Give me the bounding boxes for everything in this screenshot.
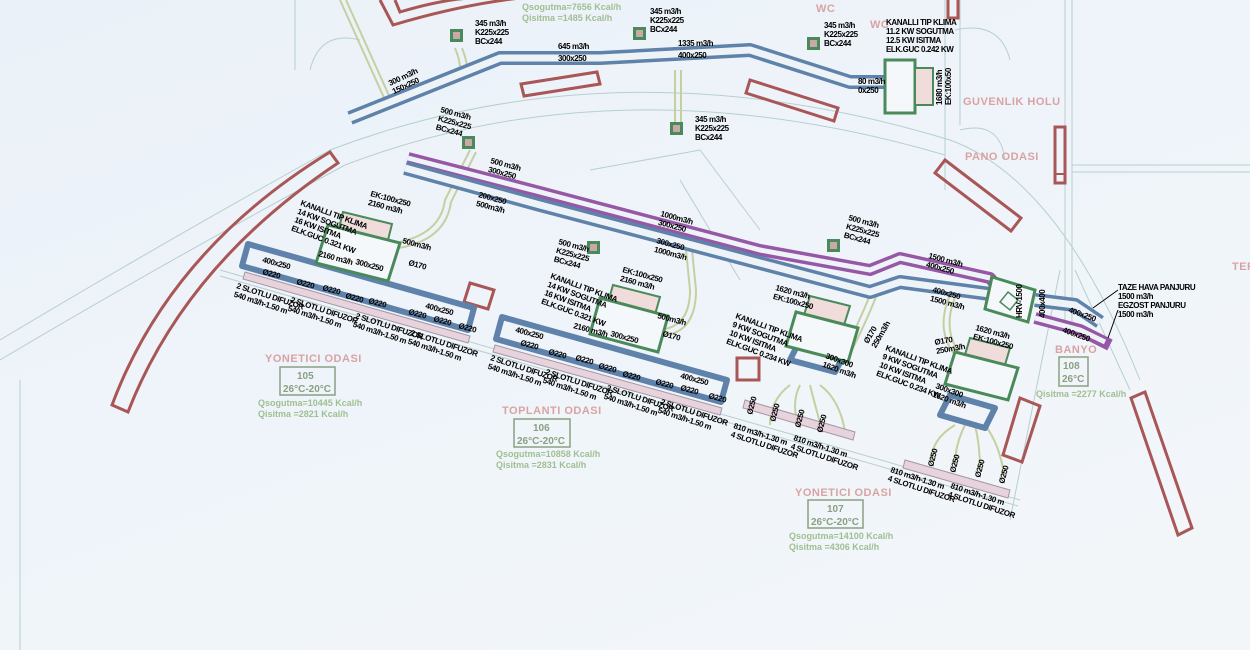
annotation-text: 1500 m3/h <box>1118 292 1154 301</box>
fresh-air-louver: TAZE HAVA PANJURU <box>1118 283 1196 292</box>
hrv-unit <box>983 275 1037 324</box>
room-name: YONETICI ODASI <box>795 487 892 499</box>
unit-top-flow-label: 80 m3/h 0x250 <box>858 77 886 95</box>
room-number: 105 <box>297 371 314 382</box>
supply-duct-top <box>347 43 892 125</box>
louver-labels: TAZE HAVA PANJURU 1500 m3/h EGZOST PANJU… <box>1092 283 1196 339</box>
unit-top-label: KANALLI TIP KLIMA 11.2 KW SOGUTMA 12.5 K… <box>886 18 957 54</box>
annotation-text: BCx244 <box>475 37 503 46</box>
unit-top-coil-label: 1680 m3/h EK:100x50 <box>935 67 953 105</box>
cooling-load: Qsogutma=7656 Kcal/h <box>522 2 621 12</box>
annotation-text: ELK.GUC 0.242 KW <box>886 45 954 54</box>
heating-load: Qisitma =1485 Kcal/h <box>522 13 612 23</box>
room-guvenlik-holu: GUVENLIK HOLU <box>963 96 1061 108</box>
ac-unit-106 <box>588 283 670 354</box>
ac-unit-107b <box>943 336 1020 402</box>
annotation-text: BCx244 <box>650 25 678 34</box>
cooling-load: Qsogutma=10858 Kcal/h <box>496 449 600 459</box>
annotation-text: K225x225 <box>824 30 859 39</box>
heating-load: Qisitma =2831 Kcal/h <box>496 460 586 470</box>
annotation-text: 300x250 <box>558 54 587 63</box>
annotation-text: BCx244 <box>824 39 852 48</box>
room-105: YONETICI ODASI 105 26°C-20°C Qsogutma=10… <box>258 353 362 419</box>
duct-label: 645 m3/h 300x250 <box>558 42 590 63</box>
unit-105-coil-label: EK:100x250 2160 m3/h <box>367 189 412 216</box>
room-108: BANYO 108 26°C Qisitma =2277 Kcal/h <box>1036 344 1126 399</box>
annotation-text: 645 m3/h <box>558 42 590 51</box>
heating-load: Qisitma =2821 Kcal/h <box>258 409 348 419</box>
unit-105-fresh-d: Ø170 <box>407 258 428 272</box>
heating-load: Qisitma =2277 Kcal/h <box>1036 389 1126 399</box>
annotation-text: 345 m3/h <box>475 19 507 28</box>
annotation-text: 80 m3/h <box>858 77 886 86</box>
room-number: 106 <box>533 423 550 434</box>
annotation-text: 11.2 KW SOGUTMA <box>886 27 954 36</box>
room-107: YONETICI ODASI 107 26°C-20°C Qsogutma=14… <box>789 487 893 552</box>
annotation-text: 345 m3/h <box>824 21 856 30</box>
annotation-text: Ø250 <box>948 453 962 474</box>
room-106: TOPLANTI ODASI 106 26°C-20°C Qsogutma=10… <box>496 405 602 470</box>
annotation-text: 400x250 <box>678 51 707 60</box>
annotation-text: K225x225 <box>475 28 510 37</box>
room-temp: 26°C-20°C <box>811 517 859 528</box>
room-name: TOPLANTI ODASI <box>502 405 602 417</box>
room-number: 107 <box>827 504 844 515</box>
annotation-text: 12.5 KW ISITMA <box>886 36 941 45</box>
ac-unit-107 <box>784 294 860 364</box>
diffusers <box>242 271 1011 499</box>
annotation-text: K225x225 <box>650 16 685 25</box>
exhaust-louver: EGZOST PANJURU <box>1118 301 1186 310</box>
annotation-text: 1500 m3/h <box>1118 310 1154 319</box>
room-name: BANYO <box>1055 344 1097 356</box>
annotation-text: K225x225 <box>695 124 730 133</box>
room-temp: 26°C-20°C <box>283 384 331 395</box>
ac-unit-top <box>883 58 934 115</box>
cooling-load: Qsogutma=10445 Kcal/h <box>258 398 362 408</box>
annotation-text: EK:100x50 <box>944 67 953 105</box>
annotation-text: 1335 m3/h <box>678 39 714 48</box>
grilles <box>450 27 840 254</box>
annotation-text: Ø250 <box>973 458 987 479</box>
ac-unit-105 <box>314 210 402 283</box>
annotation-text: 345 m3/h <box>695 115 727 124</box>
room-name: YONETICI ODASI <box>265 353 362 365</box>
supply-duct-main <box>403 161 991 301</box>
walls <box>110 0 1194 538</box>
hrv-label: HRV-1500 <box>1015 283 1024 318</box>
room-pano-odasi: PANO ODASI <box>965 151 1039 163</box>
room-top: Qsogutma=7656 Kcal/h Qisitma =1485 Kcal/… <box>522 2 621 23</box>
cooling-load: Qsogutma=14100 Kcal/h <box>789 531 893 541</box>
room-temp: 26°C <box>1062 374 1084 385</box>
plenum-label: 400x400 <box>1038 289 1047 318</box>
unit-107a-neck-label: 300x300 1620 m3/h <box>821 351 858 380</box>
heating-load: Qisitma =4306 Kcal/h <box>789 542 879 552</box>
duct-label: 1335 m3/h 400x250 <box>678 39 714 60</box>
annotation-text: BCx244 <box>695 133 723 142</box>
room-wc-2: WC <box>870 19 889 31</box>
room-number: 108 <box>1063 361 1080 372</box>
annotation-text: Ø250 <box>926 447 940 468</box>
room-wc-1: WC <box>816 3 835 15</box>
annotation-text: 1680 m3/h <box>935 69 944 105</box>
annotation-text: 345 m3/h <box>650 7 682 16</box>
annotation-text: 0x250 <box>858 86 879 95</box>
annotation-text: Ø170 <box>934 335 954 347</box>
outdoor-ducts <box>1033 293 1113 351</box>
room-ter: TER <box>1232 261 1250 273</box>
annotation-text: KANALLI TIP KLIMA <box>886 18 957 27</box>
annotation-text: Ø250 <box>997 464 1011 485</box>
room-temp: 26°C-20°C <box>517 436 565 447</box>
fresh-air-duct <box>406 152 1005 294</box>
